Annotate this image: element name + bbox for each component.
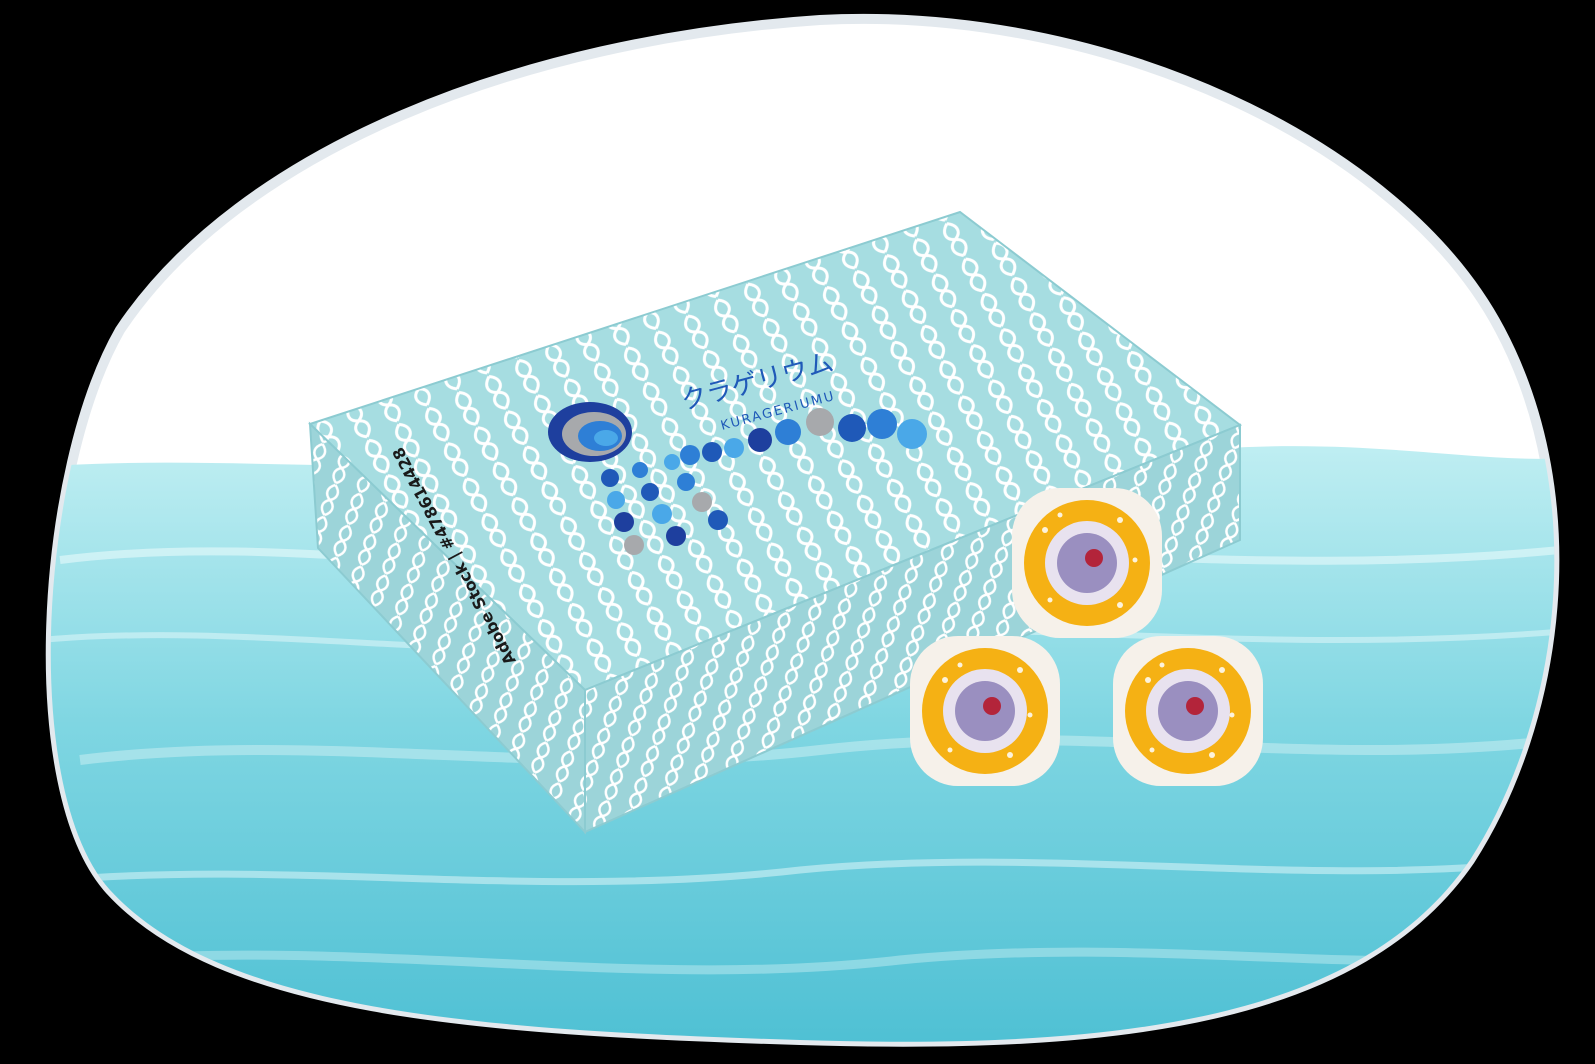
mochi-bottom-left <box>910 636 1060 786</box>
jellyfish-logo-icon <box>548 402 927 555</box>
mochi-bottom-right <box>1113 636 1263 786</box>
mochi-group <box>910 488 1263 786</box>
mochi-top <box>1012 488 1162 638</box>
mochi-speckles <box>942 512 1235 758</box>
